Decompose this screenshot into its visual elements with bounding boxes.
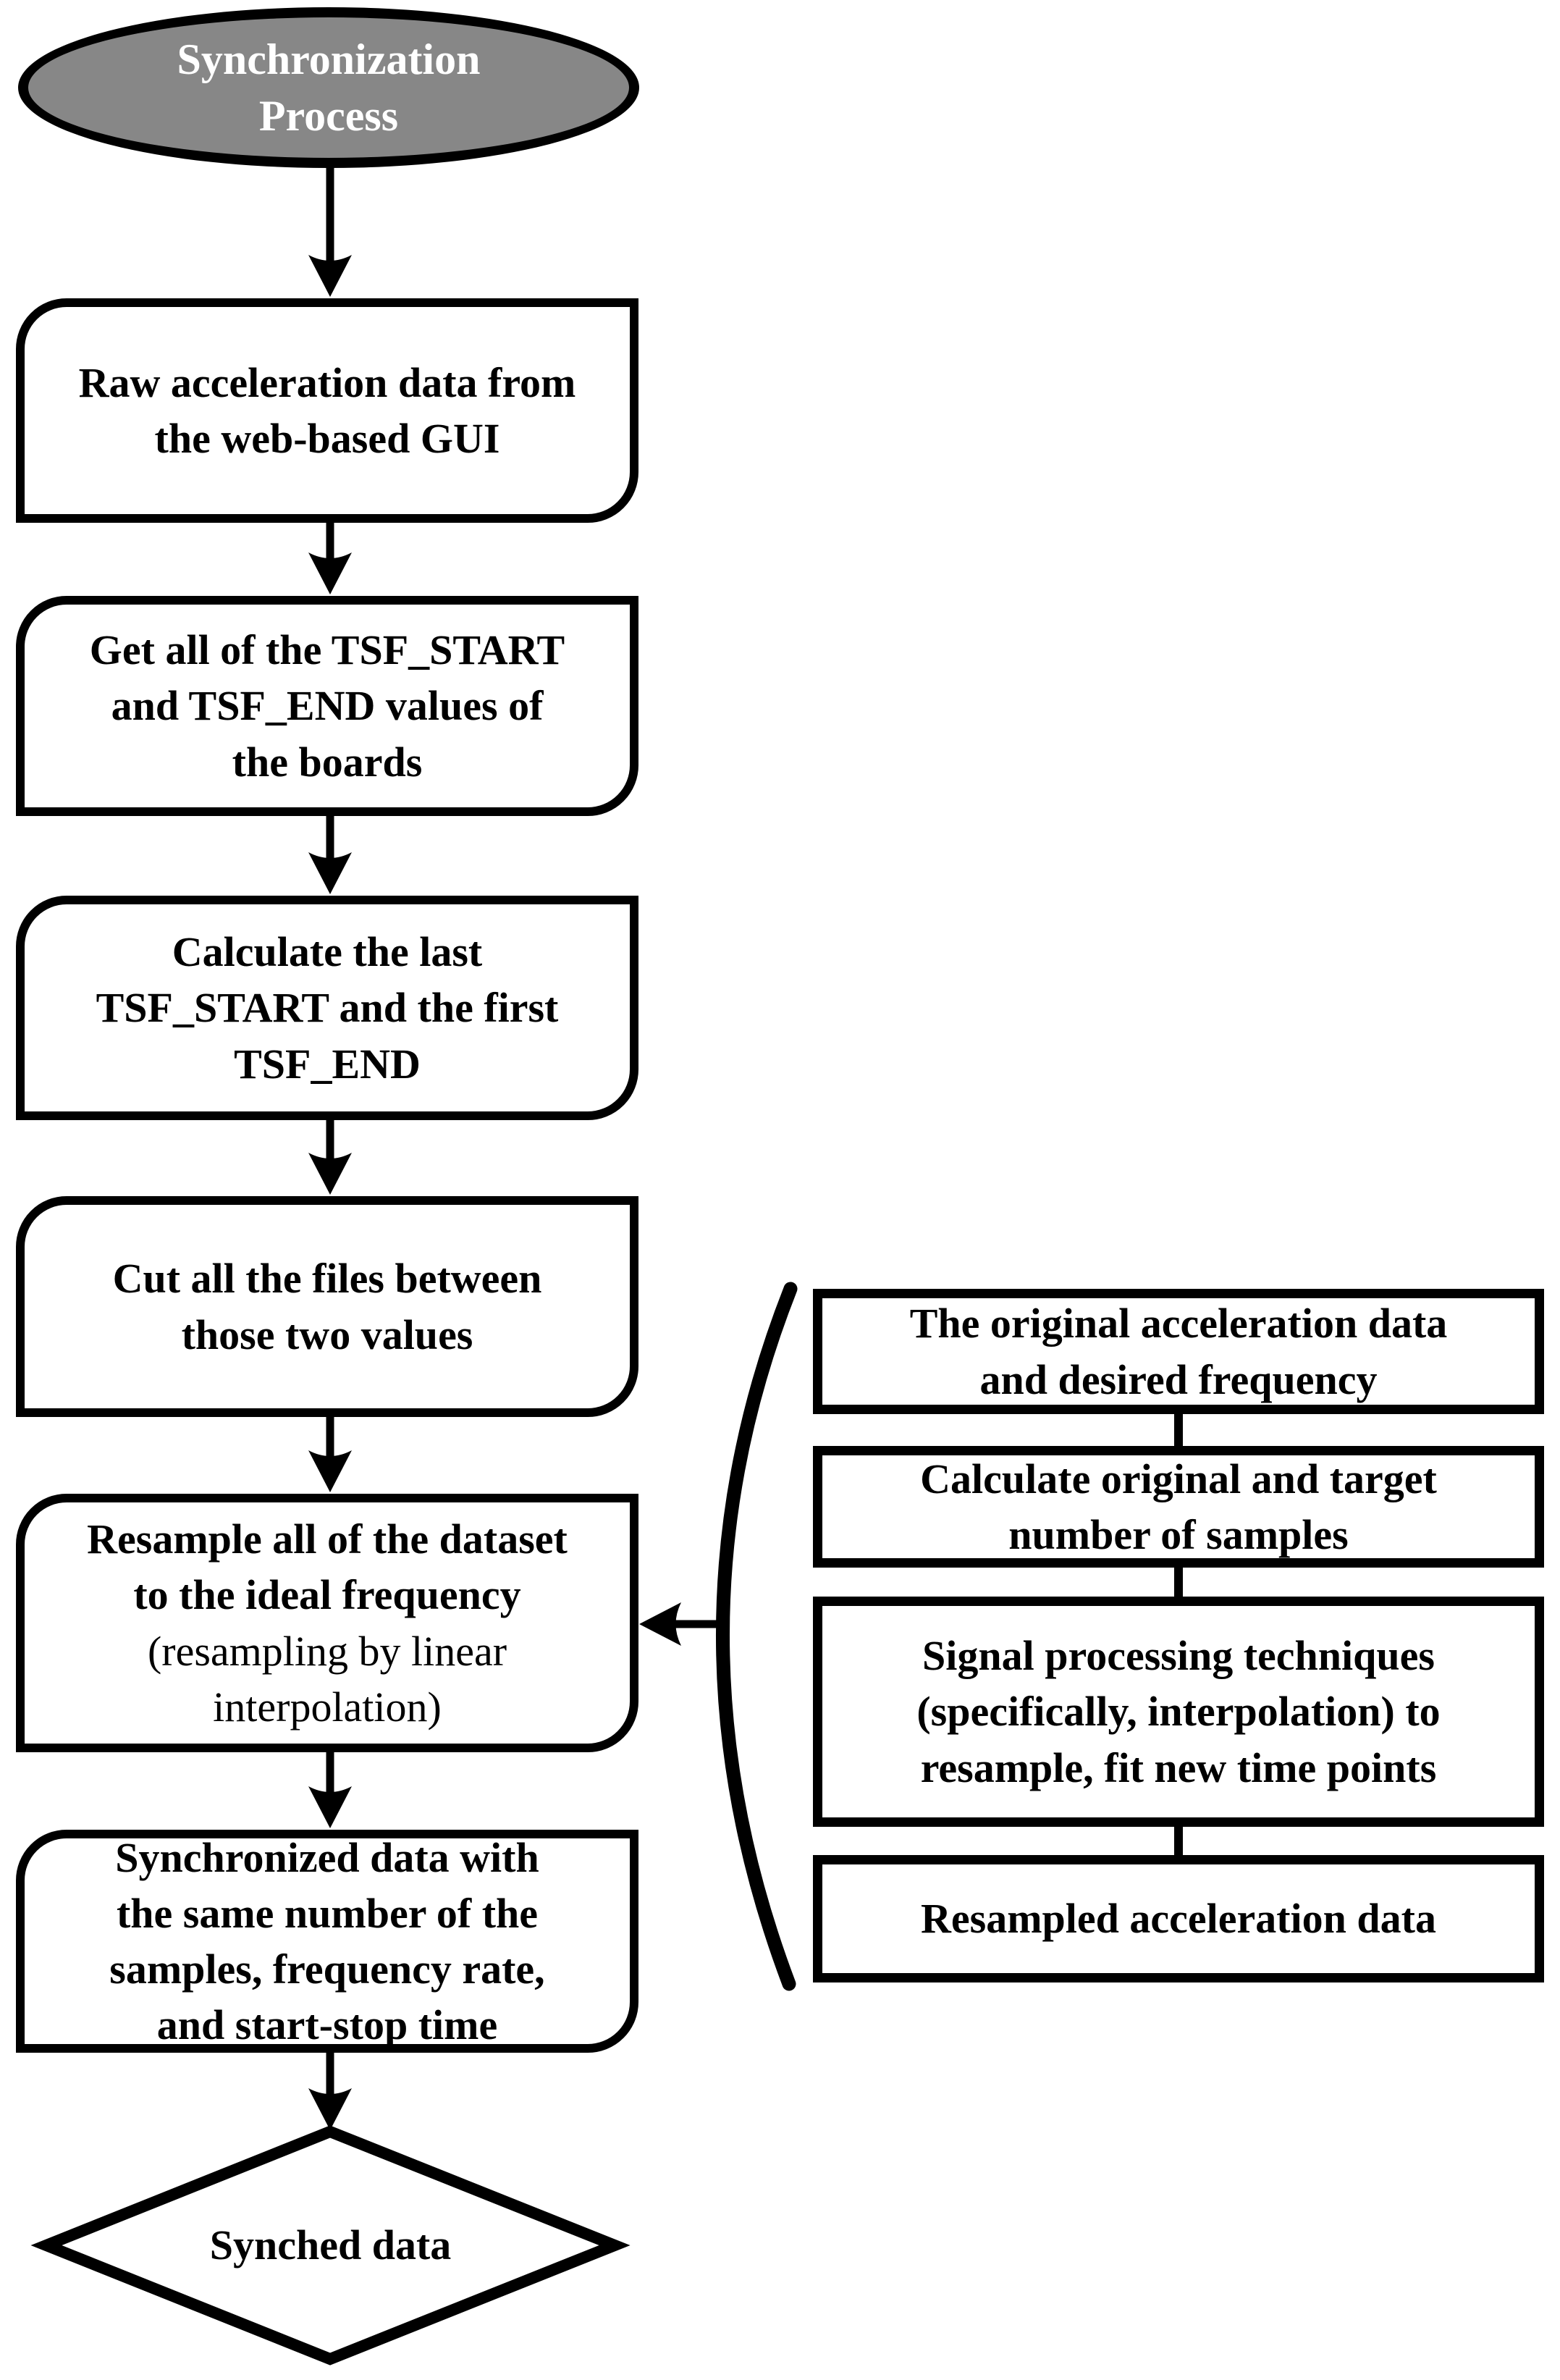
arrow-synchronized-to-synched bbox=[308, 2051, 352, 2130]
side-group-brace bbox=[716, 1282, 798, 1991]
arrow-raw-to-get bbox=[308, 521, 352, 594]
terminal-diamond-shape bbox=[30, 2125, 631, 2366]
side-box-calculate-samples-label: Calculate original and target number of … bbox=[920, 1455, 1437, 1558]
process-box-get-tsf: Get all of the TSF_START and TSF_END val… bbox=[16, 596, 638, 816]
process-box-calculate-tsf: Calculate the last TSF_START and the fir… bbox=[16, 896, 638, 1120]
side-box-original-data: The original acceleration data and desir… bbox=[813, 1289, 1544, 1414]
process-box-synchronized-data: Synchronized data with the same number o… bbox=[16, 1830, 638, 2053]
side-box-signal-processing: Signal processing techniques (specifical… bbox=[813, 1597, 1544, 1827]
process-box-resample: Resample all of the dataset to the ideal… bbox=[16, 1494, 638, 1752]
process-box-cut-files: Cut all the files between those two valu… bbox=[16, 1196, 638, 1417]
process-box-resample-label: Resample all of the dataset to the ideal… bbox=[87, 1515, 568, 1619]
terminal-diamond-label: Synched data bbox=[209, 2221, 452, 2269]
side-box-original-data-label: The original acceleration data and desir… bbox=[909, 1300, 1448, 1403]
process-box-raw-data-label: Raw acceleration data from the web-based… bbox=[78, 358, 576, 462]
side-box-signal-processing-label: Signal processing techniques (specifical… bbox=[916, 1632, 1441, 1791]
process-box-resample-note: (resampling by linear interpolation) bbox=[147, 1627, 507, 1731]
arrow-start-to-raw bbox=[308, 165, 352, 297]
arrow-resample-to-synchronized bbox=[308, 1751, 352, 1828]
arrow-side-to-resample bbox=[639, 1602, 725, 1646]
start-terminator-label: Synchronization Process bbox=[177, 35, 481, 140]
terminal-diamond: Synched data bbox=[46, 2132, 615, 2359]
side-box-calculate-samples: Calculate original and target number of … bbox=[813, 1446, 1544, 1568]
arrow-calculate-to-cut bbox=[308, 1119, 352, 1195]
arrow-cut-to-resample bbox=[308, 1416, 352, 1492]
process-box-cut-files-label: Cut all the files between those two valu… bbox=[112, 1255, 542, 1358]
side-box-resampled-data-label: Resampled acceleration data bbox=[921, 1895, 1436, 1943]
side-box-resampled-data: Resampled acceleration data bbox=[813, 1855, 1544, 1982]
arrow-get-to-calculate bbox=[308, 815, 352, 894]
process-box-get-tsf-label: Get all of the TSF_START and TSF_END val… bbox=[89, 626, 565, 786]
start-terminator: Synchronization Process bbox=[18, 7, 639, 168]
process-box-synchronized-data-label: Synchronized data with the same number o… bbox=[109, 1833, 545, 2049]
process-box-raw-data: Raw acceleration data from the web-based… bbox=[16, 298, 638, 523]
process-box-calculate-tsf-label: Calculate the last TSF_START and the fir… bbox=[96, 928, 559, 1088]
